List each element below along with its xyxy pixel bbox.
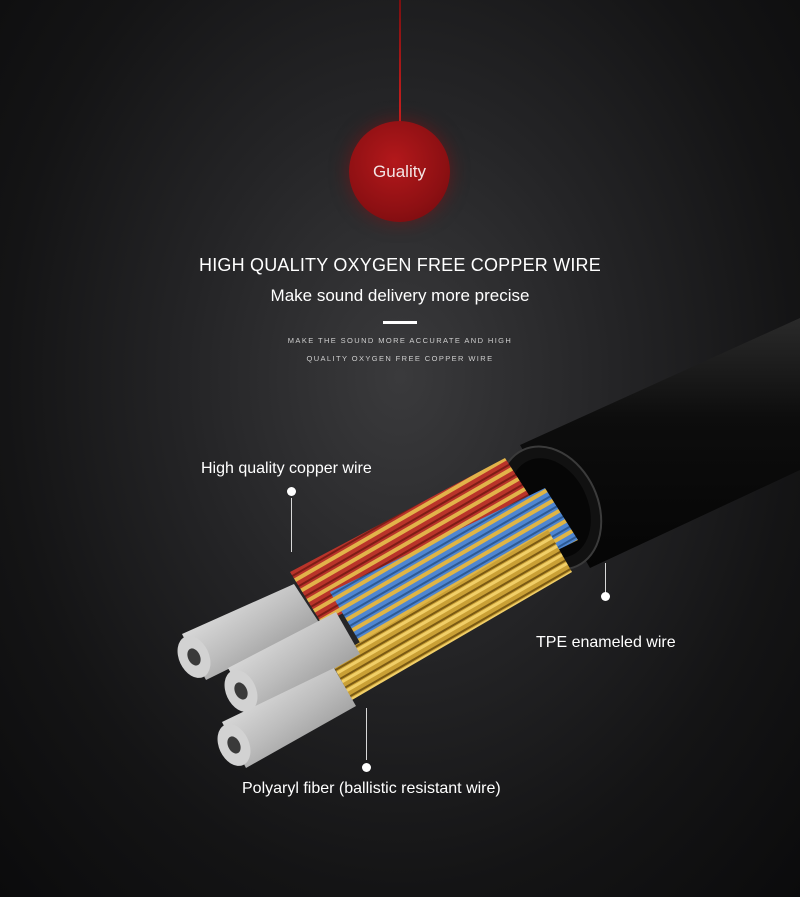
callout-fiber-dot <box>362 763 371 772</box>
small-caption-line-2: QUALITY OXYGEN FREE COPPER WIRE <box>306 354 494 363</box>
page-title: HIGH QUALITY OXYGEN FREE COPPER WIRE <box>199 255 601 275</box>
callout-tpe-label: TPE enameled wire <box>536 634 676 651</box>
callout-copper-label: High quality copper wire <box>201 460 372 477</box>
blue-gold-strand <box>330 488 578 646</box>
callout-fiber-line <box>366 708 367 760</box>
title-divider <box>383 321 417 324</box>
accent-line <box>399 0 401 128</box>
gold-strand <box>330 530 572 700</box>
quality-badge: Guality <box>349 121 450 222</box>
page-subtitle: Make sound delivery more precise <box>270 286 530 305</box>
callout-fiber-label: Polyaryl fiber (ballistic resistant wire… <box>242 780 501 797</box>
badge-label: Guality <box>373 161 426 181</box>
callout-copper-dot <box>287 487 296 496</box>
silver-conductor-bottom <box>217 668 356 768</box>
silver-conductor-top <box>177 584 320 680</box>
silver-conductor-middle <box>224 612 360 714</box>
callout-tpe-dot <box>601 592 610 601</box>
callout-copper-line <box>291 498 292 552</box>
small-caption-line-1: MAKE THE SOUND MORE ACCURATE AND HIGH <box>287 336 513 345</box>
callout-tpe-line <box>605 563 606 593</box>
